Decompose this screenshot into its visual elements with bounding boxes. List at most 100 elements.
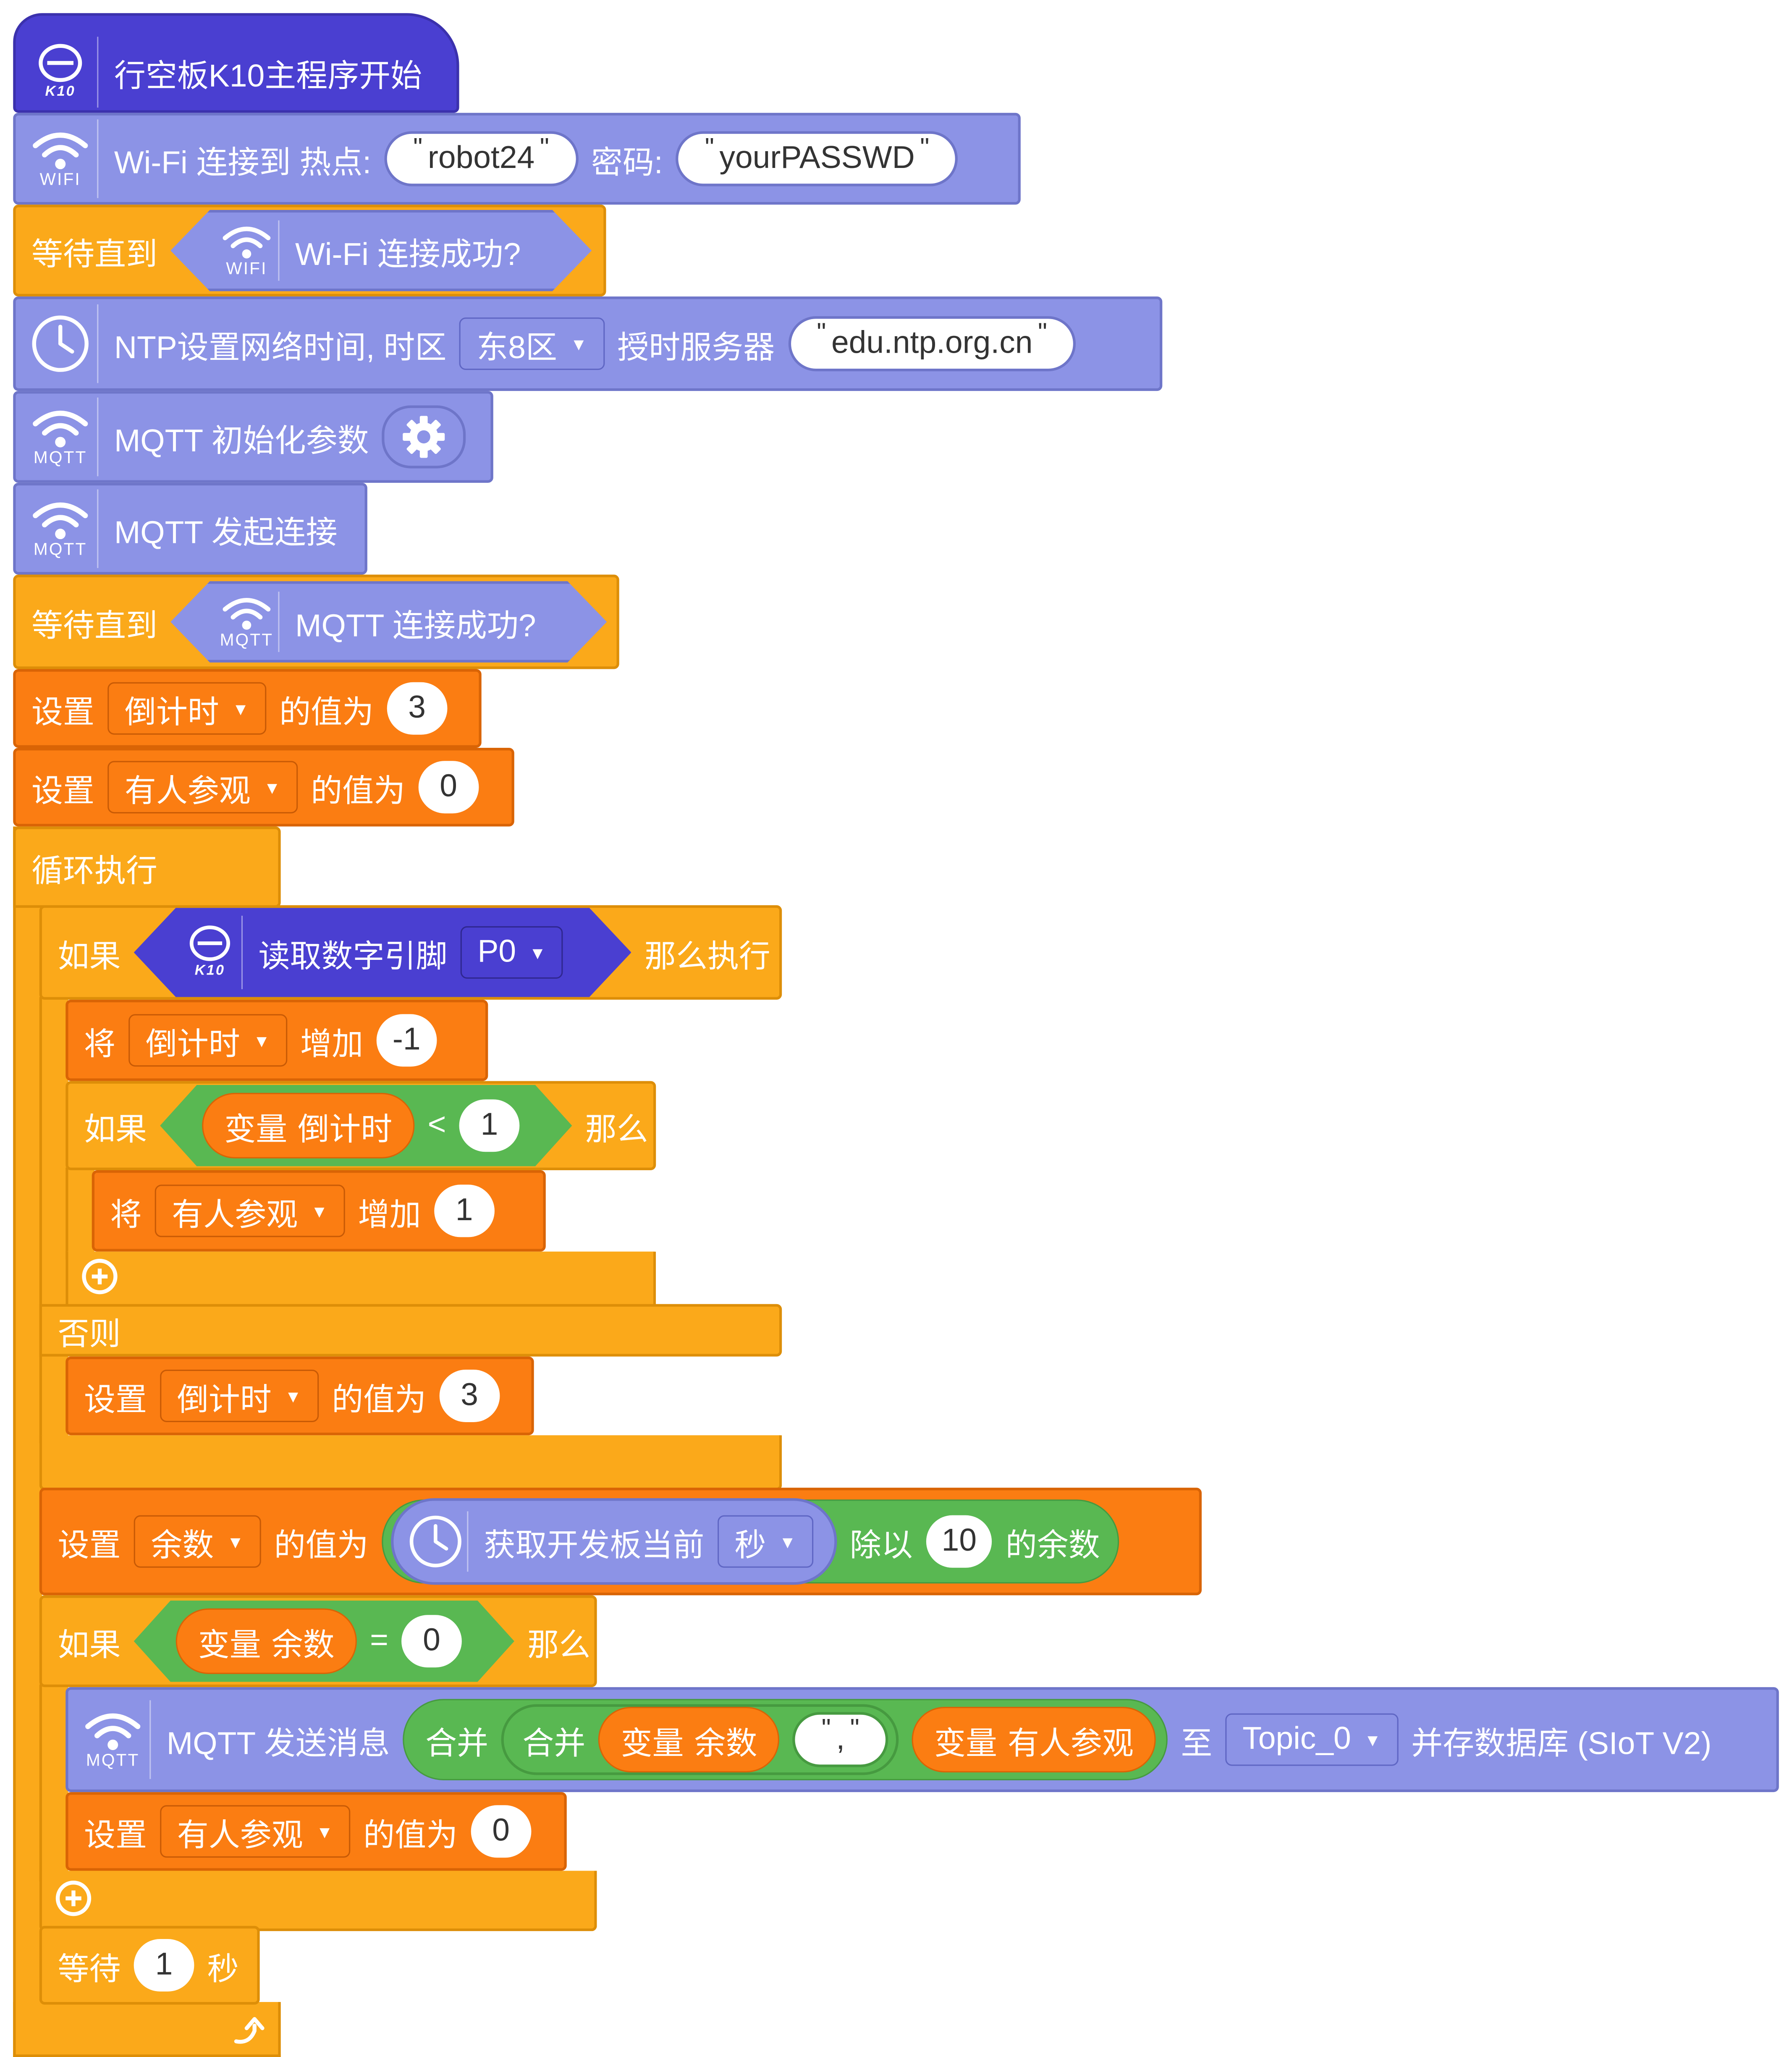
pin-value: P0 <box>477 934 516 970</box>
reset-countdown-block[interactable]: 设置 倒计时▼ 的值为 3 <box>65 1356 534 1436</box>
join-operator-inner[interactable]: 合并 变量余数 "," <box>501 1704 899 1775</box>
chevron-down-icon: ▼ <box>264 777 281 797</box>
value-input[interactable]: 0 <box>418 761 479 814</box>
set-label: 设置 <box>84 1817 147 1853</box>
else-block: 否则 <box>39 1304 782 1357</box>
countdown-variable-reporter[interactable]: 变量倒计时 <box>202 1093 414 1158</box>
then-label: 那么执行 <box>644 938 770 974</box>
mqtt-init-block[interactable]: MQTT MQTT 初始化参数 <box>13 391 493 483</box>
value-input[interactable]: 3 <box>387 682 448 735</box>
var-name: 余数 <box>151 1528 214 1563</box>
equals-sign: = <box>370 1623 388 1659</box>
if-pin-bottom <box>39 1435 782 1491</box>
value-input[interactable]: 0 <box>471 1805 532 1858</box>
pin-dropdown[interactable]: P0▼ <box>461 926 563 979</box>
equals-operator[interactable]: 变量余数 = 0 <box>134 1601 514 1682</box>
less-than-operator[interactable]: 变量倒计时 < 1 <box>160 1085 572 1166</box>
visitors-var-dropdown[interactable]: 有人参观▼ <box>160 1805 350 1858</box>
if-less-than-block[interactable]: 如果 变量倒计时 < 1 那么 <box>65 1081 656 1171</box>
change-countdown-block[interactable]: 将 倒计时▼ 增加 -1 <box>65 999 488 1081</box>
set-visitors-block[interactable]: 设置 有人参观▼ 的值为 0 <box>13 747 514 827</box>
wifi-connect-label: Wi-Fi 连接到 热点: <box>114 145 372 181</box>
remainder-var-dropdown[interactable]: 余数▼ <box>134 1515 261 1568</box>
chevron-down-icon: ▼ <box>311 1201 328 1221</box>
ntp-server-value: edu.ntp.org.cn <box>831 325 1033 361</box>
mqtt-send-block[interactable]: MQTT MQTT 发送消息 合并 合并 变量余数 "," 变量有人参观 至 T… <box>65 1687 1779 1792</box>
join-operator-outer[interactable]: 合并 合并 变量余数 "," 变量有人参观 <box>403 1699 1168 1780</box>
read-digital-pin-reporter[interactable]: K10 读取数字引脚 P0▼ <box>134 908 631 997</box>
wait-seconds-block[interactable]: 等待 1 秒 <box>39 1926 260 2005</box>
wait-time-input[interactable]: 1 <box>134 1939 194 1991</box>
else-label: 否则 <box>58 1316 121 1352</box>
ssid-input[interactable]: "robot24" <box>384 131 578 186</box>
mqtt-connect-block[interactable]: MQTT MQTT 发起连接 <box>13 482 367 575</box>
wifi-icon: WIFI <box>215 220 279 281</box>
k10-caption: K10 <box>194 963 225 979</box>
ssid-value: robot24 <box>427 140 535 176</box>
mqtt-caption: MQTT <box>220 629 274 650</box>
add-branch-icon[interactable] <box>55 1880 92 1916</box>
password-input[interactable]: "yourPASSWD" <box>676 131 959 186</box>
value-label: 的值为 <box>363 1817 458 1853</box>
visitors-var-dropdown[interactable]: 有人参观▼ <box>155 1184 345 1237</box>
gear-icon[interactable] <box>382 405 466 469</box>
visitors-variable-reporter[interactable]: 变量有人参观 <box>912 1706 1156 1773</box>
if-lt-body <box>65 1167 94 1260</box>
set-label: 设置 <box>84 1382 147 1418</box>
if-equals-block[interactable]: 如果 变量余数 = 0 那么 <box>39 1595 597 1688</box>
wifi-connected-condition[interactable]: WIFI Wi-Fi 连接成功? <box>170 210 592 291</box>
divisor-input[interactable]: 10 <box>926 1515 993 1568</box>
set-countdown-block[interactable]: 设置 倒计时▼ 的值为 3 <box>13 669 482 748</box>
countdown-var-dropdown[interactable]: 倒计时▼ <box>107 682 266 735</box>
increment-input[interactable]: 1 <box>434 1184 495 1237</box>
if-pin-block[interactable]: 如果 K10 读取数字引脚 P0▼ 那么执行 <box>39 905 782 1000</box>
compare-value-input[interactable]: 0 <box>401 1615 462 1667</box>
var-name: 有人参观 <box>124 773 251 809</box>
wait-until-label: 等待直到 <box>31 608 157 644</box>
join-label: 合并 <box>522 1726 586 1761</box>
forever-loop-block[interactable]: 循环执行 <box>13 826 281 908</box>
main-program-start-block[interactable]: K10 行空板K10主程序开始 <box>13 13 459 113</box>
value-label: 的值为 <box>279 694 374 730</box>
wifi-connect-block[interactable]: WIFI Wi-Fi 连接到 热点: "robot24" 密码: "yourPA… <box>13 113 1021 205</box>
topic-dropdown[interactable]: Topic_0▼ <box>1225 1713 1398 1766</box>
set-remainder-block[interactable]: 设置 余数▼ 的值为 获取开发板当前 秒▼ 除以 10 的余数 <box>39 1488 1202 1596</box>
var-name: 有人参观 <box>1007 1726 1134 1761</box>
board-time-reporter[interactable]: 获取开发板当前 秒▼ <box>390 1498 837 1585</box>
increment-input[interactable]: -1 <box>376 1014 437 1067</box>
reset-visitors-block[interactable]: 设置 有人参观▼ 的值为 0 <box>65 1792 567 1871</box>
chevron-down-icon: ▼ <box>570 334 587 354</box>
compare-value-input[interactable]: 1 <box>459 1099 520 1152</box>
mqtt-icon: MQTT <box>24 397 99 477</box>
var-keyword: 变量 <box>621 1726 684 1761</box>
mqtt-connected-label: MQTT 连接成功? <box>295 608 536 644</box>
timezone-dropdown[interactable]: 东8区▼ <box>459 317 605 370</box>
wait-until-mqtt-block[interactable]: 等待直到 MQTT MQTT 连接成功? <box>13 574 619 669</box>
mqtt-icon: MQTT <box>76 1700 151 1779</box>
add-branch-icon[interactable] <box>81 1258 118 1294</box>
value-label: 的值为 <box>274 1528 369 1563</box>
ntp-time-block[interactable]: NTP设置网络时间, 时区 东8区▼ 授时服务器 "edu.ntp.org.cn… <box>13 296 1163 391</box>
countdown-var-dropdown[interactable]: 倒计时▼ <box>128 1014 287 1067</box>
password-value: yourPASSWD <box>719 140 915 176</box>
set-label: 设置 <box>31 694 94 730</box>
visitors-var-dropdown[interactable]: 有人参观 ▼ <box>107 761 298 814</box>
remainder-variable-reporter[interactable]: 变量余数 <box>176 1609 357 1674</box>
wait-until-label: 等待直到 <box>31 236 157 273</box>
ntp-server-input[interactable]: "edu.ntp.org.cn" <box>788 316 1076 372</box>
wait-until-wifi-block[interactable]: 等待直到 WIFI Wi-Fi 连接成功? <box>13 204 606 297</box>
increase-label: 增加 <box>300 1026 364 1062</box>
mqtt-caption: MQTT <box>86 1750 140 1770</box>
separator-input[interactable]: "," <box>792 1712 888 1767</box>
countdown-var-dropdown[interactable]: 倒计时▼ <box>160 1369 319 1422</box>
value-label: 的值为 <box>332 1382 427 1418</box>
k10-board-icon: K10 <box>178 916 243 989</box>
modulo-operator[interactable]: 获取开发板当前 秒▼ 除以 10 的余数 <box>381 1498 1120 1585</box>
change-visitors-block[interactable]: 将 有人参观▼ 增加 1 <box>92 1170 546 1252</box>
remainder-variable-reporter[interactable]: 变量余数 <box>598 1706 780 1773</box>
time-unit-dropdown[interactable]: 秒▼ <box>717 1515 813 1568</box>
k10-caption: K10 <box>45 84 76 100</box>
mqtt-connected-condition[interactable]: MQTT MQTT 连接成功? <box>170 581 607 663</box>
start-label: 行空板K10主程序开始 <box>114 58 422 94</box>
value-input[interactable]: 3 <box>439 1369 500 1422</box>
